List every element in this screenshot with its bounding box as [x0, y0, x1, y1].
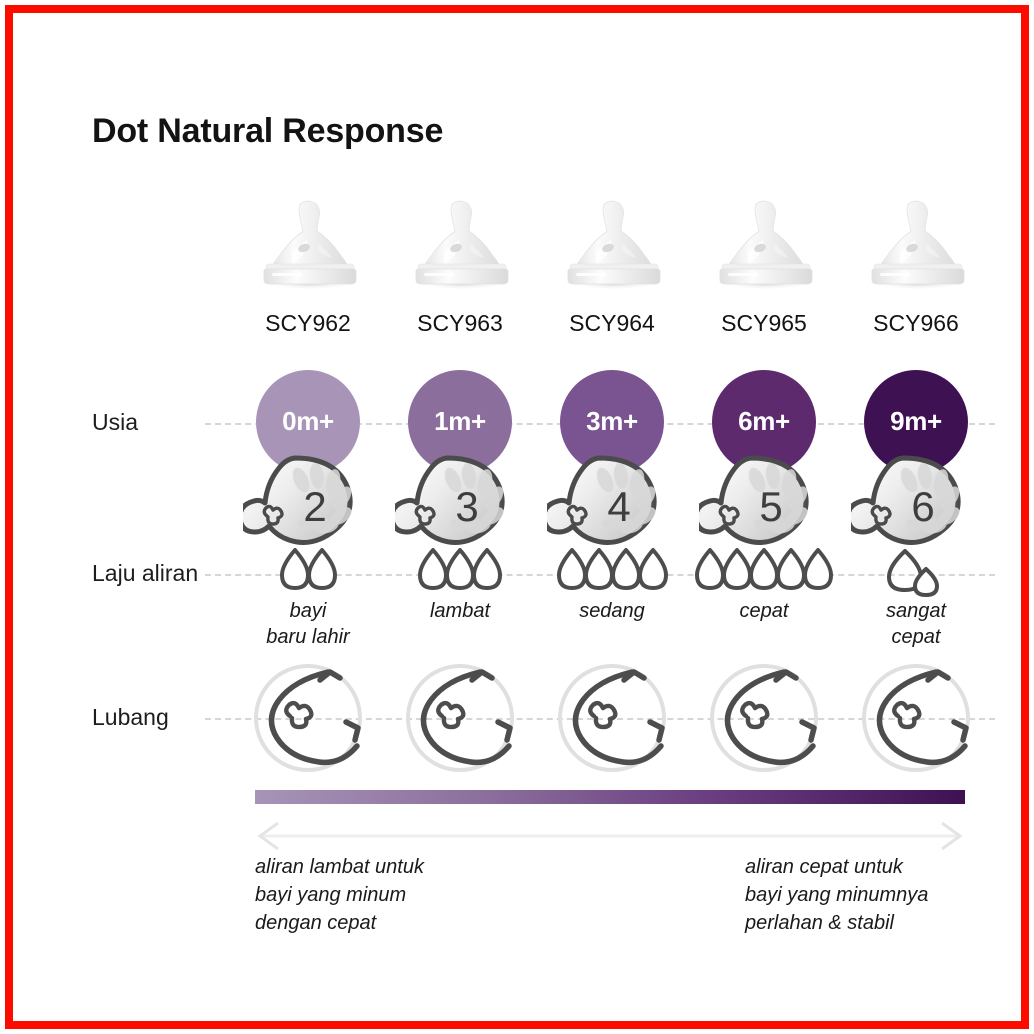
product-sku: SCY966: [873, 310, 959, 336]
caption-slow-flow-line1: aliran lambat untuk: [255, 856, 424, 878]
teat-number-icon: 4: [536, 452, 688, 556]
connector-line-hole: [205, 718, 995, 720]
flow-rate-label: bayi baru lahir: [232, 598, 384, 650]
flow-rate-label: sangat cepat: [840, 598, 992, 650]
flow-drops-svg: [556, 548, 668, 590]
hole-diagram-icon: [840, 660, 992, 776]
teat-top-view-svg: 2: [243, 455, 353, 545]
svg-text:2: 2: [303, 483, 326, 530]
row-label-age: Usia: [92, 409, 139, 435]
product-sku: SCY962: [265, 310, 351, 336]
teat-photo-svg: [567, 200, 661, 290]
flow-rate-label-line1: cepat: [739, 600, 789, 622]
age-label: 3m+: [586, 405, 638, 436]
thick-feed-drop-svg: [887, 549, 939, 597]
caption-slow-flow-line2: bayi yang minum: [255, 884, 407, 906]
svg-text:6: 6: [911, 483, 934, 530]
product-column: SCY965 6m+: [688, 0, 840, 1034]
flow-rate-label: cepat: [688, 598, 840, 624]
teat-number-icon: 6: [840, 452, 992, 556]
caption-slow-flow: aliran lambat untuk bayi yang minum deng…: [255, 853, 424, 937]
product-column: SCY963 1m+: [384, 0, 536, 1034]
row-label-flow-rate: Laju aliran: [92, 560, 199, 586]
teat-photo-svg: [719, 200, 813, 290]
flow-drops-svg: [279, 548, 337, 590]
teat-top-view-svg: 5: [699, 455, 809, 545]
teat-photo-svg: [871, 200, 965, 290]
age-circle: 3m+: [560, 370, 664, 474]
teat-number-icon: 2: [232, 452, 384, 556]
flow-rate-label-line1: bayi: [289, 600, 327, 622]
teat-hole-diagram-svg: [862, 664, 970, 772]
teat-top-view-svg: 6: [851, 455, 961, 545]
flow-rate-label-line1: lambat: [429, 600, 491, 622]
flow-rate-label-line1: sangat: [885, 600, 947, 622]
age-badge[interactable]: 3m+: [536, 370, 688, 478]
product-column: SCY964 3m+: [536, 0, 688, 1034]
flow-drops-icon: [536, 545, 688, 599]
flow-rate-label-line2: baru lahir: [266, 626, 350, 648]
svg-text:3: 3: [455, 483, 478, 530]
flow-rate-label: sedang: [536, 598, 688, 624]
hole-diagram-icon: [232, 660, 384, 776]
teat-photo-svg: [263, 200, 357, 290]
flow-drops-svg: [418, 548, 502, 590]
hole-diagram-icon: [536, 660, 688, 776]
age-label: 9m+: [890, 405, 942, 436]
teat-photo: [536, 196, 688, 292]
flow-drops-icon: [384, 545, 536, 599]
teat-hole-diagram-svg: [558, 664, 666, 772]
teat-hole-diagram-svg: [406, 664, 514, 772]
teat-hole-diagram-svg: [254, 664, 362, 772]
svg-text:5: 5: [759, 483, 782, 530]
flow-drops-icon: [840, 545, 992, 599]
svg-text:4: 4: [607, 483, 630, 530]
page-title: Dot Natural Response: [92, 112, 444, 150]
product-sku: SCY963: [417, 310, 503, 336]
flow-gradient-bar: [255, 790, 965, 804]
flow-rate-label: lambat: [384, 598, 536, 624]
product-column: SCY966 9m+: [840, 0, 992, 1034]
age-label: 1m+: [434, 405, 486, 436]
caption-fast-flow-line3: perlahan & stabil: [745, 912, 894, 934]
age-label: 6m+: [738, 405, 790, 436]
age-label: 0m+: [282, 405, 334, 436]
flow-rate-label-line1: sedang: [579, 600, 645, 622]
teat-hole-diagram-svg: [710, 664, 818, 772]
teat-top-view-svg: 4: [547, 455, 657, 545]
product-sku: SCY965: [721, 310, 807, 336]
flow-rate-label-line2: cepat: [891, 626, 941, 648]
teat-photo-svg: [415, 200, 509, 290]
hole-diagram-icon: [384, 660, 536, 776]
caption-fast-flow-line1: aliran cepat untuk: [745, 856, 903, 878]
row-label-hole: Lubang: [92, 704, 169, 730]
teat-photo: [840, 196, 992, 292]
flow-drops-icon: [232, 545, 384, 599]
teat-photo: [232, 196, 384, 292]
caption-fast-flow: aliran cepat untuk bayi yang minumnya pe…: [745, 853, 928, 937]
product-sku: SCY964: [569, 310, 655, 336]
teat-number-icon: 3: [384, 452, 536, 556]
caption-slow-flow-line3: dengan cepat: [255, 912, 377, 934]
caption-fast-flow-line2: bayi yang minumnya: [745, 884, 929, 906]
teat-top-view-svg: 3: [395, 455, 505, 545]
flow-range-arrow: [252, 820, 968, 852]
teat-photo: [688, 196, 840, 292]
flow-drops-icon: [688, 545, 840, 599]
hole-diagram-icon: [688, 660, 840, 776]
flow-drops-svg: [695, 548, 833, 590]
teat-photo: [384, 196, 536, 292]
teat-number-icon: 5: [688, 452, 840, 556]
product-column: SCY962 0m+: [232, 0, 384, 1034]
